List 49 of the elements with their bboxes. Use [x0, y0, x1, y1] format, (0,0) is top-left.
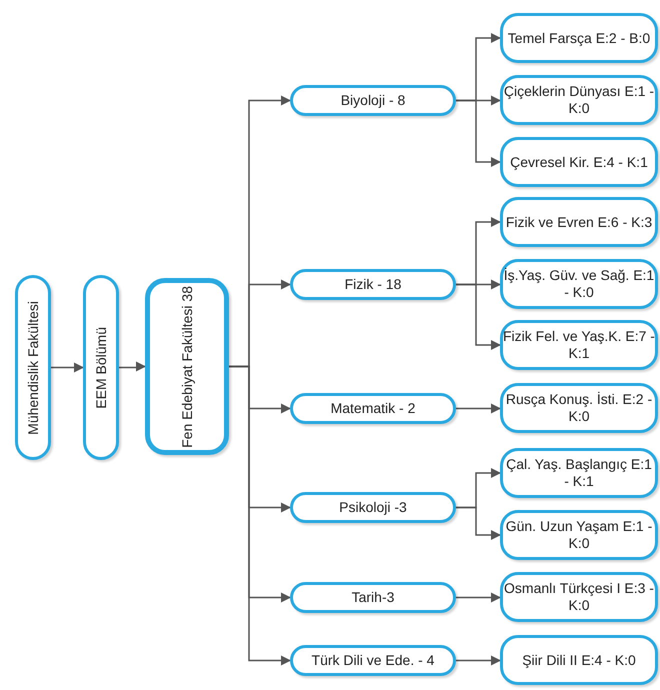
node-label: Mühendislik Fakültesi — [24, 300, 42, 434]
node-label: Çevresel Kir. E:4 - K:1 — [510, 154, 648, 170]
course-box — [500, 510, 658, 560]
node-label: Fizik Fel. ve Yaş.K. E:7 - K:1 — [503, 328, 655, 362]
department-box — [290, 269, 456, 300]
arrow — [456, 404, 501, 414]
course-box — [500, 448, 658, 498]
node-label: Matematik - 2 — [330, 400, 416, 417]
rounded-process-box — [145, 278, 229, 455]
node-label: Rusça Konuş. İsti. E:2 - K:0 — [504, 391, 654, 425]
node-label: Şiir Dili II E:4 - K:0 — [522, 652, 636, 668]
node-label: Temel Farsça E:2 - B:0 — [508, 30, 650, 46]
department-box — [290, 582, 456, 613]
course-box — [500, 259, 658, 309]
arrow — [456, 100, 501, 167]
node-label: Fen Edebiyat Fakültesi 38 — [178, 286, 196, 448]
course-box — [500, 320, 658, 370]
rounded-process-box — [83, 275, 119, 460]
node-label: Osmanlı Türkçesi I E:3 - K:0 — [503, 580, 655, 614]
course-box — [500, 137, 658, 187]
arrow — [119, 362, 146, 372]
department-box — [290, 393, 456, 424]
department-box — [290, 492, 456, 523]
course-box — [500, 13, 658, 63]
course-box — [500, 197, 658, 247]
node-label: Çal. Yaş. Başlangıç E:1 - K:1 — [505, 456, 653, 490]
node-label: Gün. Uzun Yaşam E:1 - K:0 — [504, 518, 654, 552]
arrow — [229, 366, 291, 666]
arrow — [456, 656, 501, 666]
arrow — [456, 284, 501, 350]
node-label: İş.Yaş. Güv. ve Sağ. E:1 - K:0 — [503, 267, 655, 301]
department-box — [290, 645, 456, 676]
rounded-process-box — [15, 275, 51, 460]
node-label: Türk Dili ve Ede. - 4 — [312, 652, 434, 669]
node-label: Fizik - 18 — [344, 276, 402, 293]
course-box — [500, 75, 658, 125]
course-box — [500, 635, 658, 685]
node-label: Fizik ve Evren E:6 - K:3 — [506, 214, 652, 230]
node-label: Biyoloji - 8 — [340, 92, 406, 109]
arrow — [51, 362, 84, 372]
node-label: Çiçeklerin Dünyası E:1 - K:0 — [503, 83, 655, 117]
node-label: Tarih-3 — [352, 589, 394, 606]
arrow — [456, 592, 501, 602]
node-label: Psikoloji -3 — [339, 499, 407, 516]
node-label: EEM Bölümü — [92, 326, 110, 408]
course-box — [500, 572, 658, 622]
department-box — [290, 85, 456, 116]
course-box — [500, 383, 658, 433]
arrow — [456, 506, 501, 540]
